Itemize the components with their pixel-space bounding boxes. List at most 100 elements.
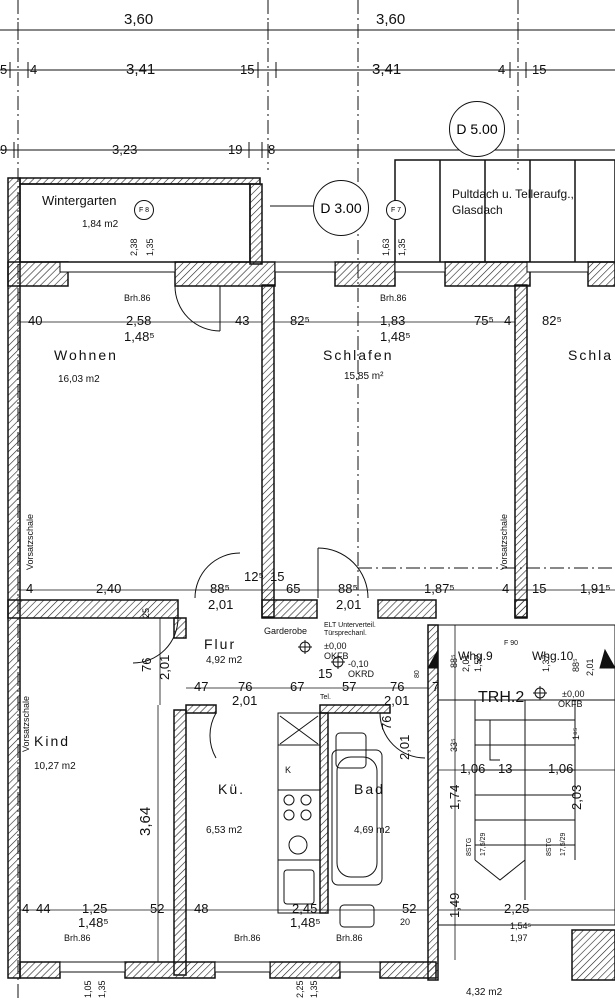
dim-m11: 4 xyxy=(502,581,510,596)
brh-wohnen: Brh.86 xyxy=(124,293,151,303)
level-1: ±0,00 xyxy=(324,641,347,651)
tag-f8: F 8 xyxy=(134,200,154,220)
room-schlafen-area: 15,85 m² xyxy=(344,371,384,382)
dim-f4: 57 xyxy=(342,679,357,694)
vorsatzschale-2: Vorsatzschale xyxy=(499,513,509,570)
brh-kind: Brh.86 xyxy=(64,933,91,943)
dim-b4: 1,48⁵ xyxy=(78,915,109,930)
note-glasdach: Glasdach xyxy=(452,203,503,217)
dim-b8: 1,48⁵ xyxy=(290,915,321,930)
dim-f7: 2,01 xyxy=(232,693,258,708)
dim-st14: 1,74 xyxy=(447,784,462,810)
room-flur-area: 4,92 m2 xyxy=(206,655,243,666)
dim-b9: 52 xyxy=(402,901,417,916)
dim-f6: 7 xyxy=(432,679,440,694)
dim-st17: 17,5/29 xyxy=(480,832,487,856)
room-wintergarten-area: 1,84 m2 xyxy=(82,219,119,230)
dim-b7: 2,45 xyxy=(292,901,318,916)
dim-m10: 1,87⁵ xyxy=(424,581,455,596)
label-whg10: Whg.10 xyxy=(532,649,574,663)
dim-top-b1: 5 xyxy=(0,62,8,77)
dim-s7: 4 xyxy=(504,313,512,328)
kitchen-k-label: K xyxy=(285,765,292,775)
dim-st18: 8STG xyxy=(546,837,553,856)
level-2b: OKRD xyxy=(348,669,375,679)
room-bad-area: 4,69 m2 xyxy=(354,825,391,836)
dim-m2: 2,40 xyxy=(96,581,122,596)
dim-m16: 2,01 xyxy=(157,654,172,680)
dim-st15: 2,03 xyxy=(569,784,584,810)
room-kue-area: 6,53 m2 xyxy=(206,825,243,836)
dim-m8: 88⁵ xyxy=(338,581,358,596)
dim-st9: 33⁵ xyxy=(449,738,459,752)
dim-st19: 17,5/29 xyxy=(560,832,567,856)
dim-s-135: 1,35 xyxy=(397,238,407,256)
dim-top-c2: 3,23 xyxy=(112,142,138,157)
dim-st3: 1,52 xyxy=(473,654,483,672)
garderobe-label: Garderobe xyxy=(264,626,308,636)
dim-b5: 52 xyxy=(150,901,165,916)
dim-s-163: 1,63 xyxy=(381,238,391,256)
dim-top-b2: 4 xyxy=(30,62,38,77)
tag-d5: D 5.00 xyxy=(449,101,505,157)
dim-top-c3: 19 xyxy=(228,142,243,157)
dim-top-b5: 3,41 xyxy=(372,61,402,78)
kitchen-fixtures xyxy=(277,712,321,914)
room-flur: Flur xyxy=(204,636,237,652)
dim-st21: 2,25 xyxy=(504,901,530,916)
dim-st25: 80 xyxy=(414,670,421,678)
bottom-area: 4,32 m2 xyxy=(466,987,503,998)
brh-kueche: Brh.86 xyxy=(234,933,261,943)
stair-label-trh: TRH.2 xyxy=(478,689,525,706)
dim-st8: OKFB xyxy=(558,699,583,709)
dim-st16: 8STG xyxy=(466,837,473,856)
dim-b6: 48 xyxy=(194,901,209,916)
elt-label-1: ELT Unterverteil. xyxy=(324,622,376,629)
dim-m7: 65 xyxy=(286,581,301,596)
dim-st10: 1,06 xyxy=(460,761,486,776)
dim-f3: 67 xyxy=(290,679,305,694)
bath-fixtures xyxy=(331,732,383,928)
walls xyxy=(7,177,615,981)
dim-s6: 75⁵ xyxy=(474,313,494,328)
dim-m1: 4 xyxy=(26,581,34,596)
elt-label-2: Türsprechanl. xyxy=(324,630,367,637)
dim-s5: 1,48⁵ xyxy=(380,329,411,344)
dim-m6: 15 xyxy=(270,569,285,584)
dim-m5: 12⁵ xyxy=(244,569,264,584)
dim-st24: F 90 xyxy=(504,640,519,647)
dim-top-b3: 3,41 xyxy=(126,61,156,78)
tag-d3: D 3.00 xyxy=(313,180,369,236)
dim-f5: 76 xyxy=(390,679,405,694)
room-kue: Kü. xyxy=(218,781,246,797)
room-wohnen: Wohnen xyxy=(54,347,118,363)
dim-top-b7: 15 xyxy=(532,62,547,77)
dim-top-a1: 3,60 xyxy=(124,11,154,28)
room-kind: Kind xyxy=(34,733,71,749)
dim-m14: 25 xyxy=(141,607,151,618)
dim-st2: 2,01 xyxy=(461,654,471,672)
vorsatzschale-3: Vorsatzschale xyxy=(21,695,31,752)
dim-top-b4: 15 xyxy=(240,62,255,77)
dim-st1: 88⁵ xyxy=(449,654,459,668)
room-schlafen: Schlafen xyxy=(323,347,394,363)
room-wohnen-area: 16,03 m2 xyxy=(58,374,100,385)
dim-w3: 1,48⁵ xyxy=(124,329,155,344)
tel-label: Tel. xyxy=(320,694,331,701)
dim-l15: 15 xyxy=(318,666,333,681)
dim-m4: 2,01 xyxy=(208,597,234,612)
dim-m9: 2,01 xyxy=(336,597,362,612)
dim-m12: 15 xyxy=(532,581,547,596)
vorsatzschale-1: Vorsatzschale xyxy=(25,513,35,570)
level-1b: OKFB xyxy=(324,651,349,661)
dim-st23: 1,97 xyxy=(510,933,528,943)
dim-st20: 1,49 xyxy=(447,892,462,918)
dim-top-c1: 9 xyxy=(0,142,8,157)
dim-st5: 88⁵ xyxy=(571,658,581,672)
dim-wg-238: 2,38 xyxy=(129,238,139,256)
dim-b10: 20 xyxy=(400,917,411,927)
dim-b17: 1,35 xyxy=(309,980,319,998)
dim-b14: 1,05 xyxy=(83,980,93,998)
door-swings xyxy=(132,285,426,759)
